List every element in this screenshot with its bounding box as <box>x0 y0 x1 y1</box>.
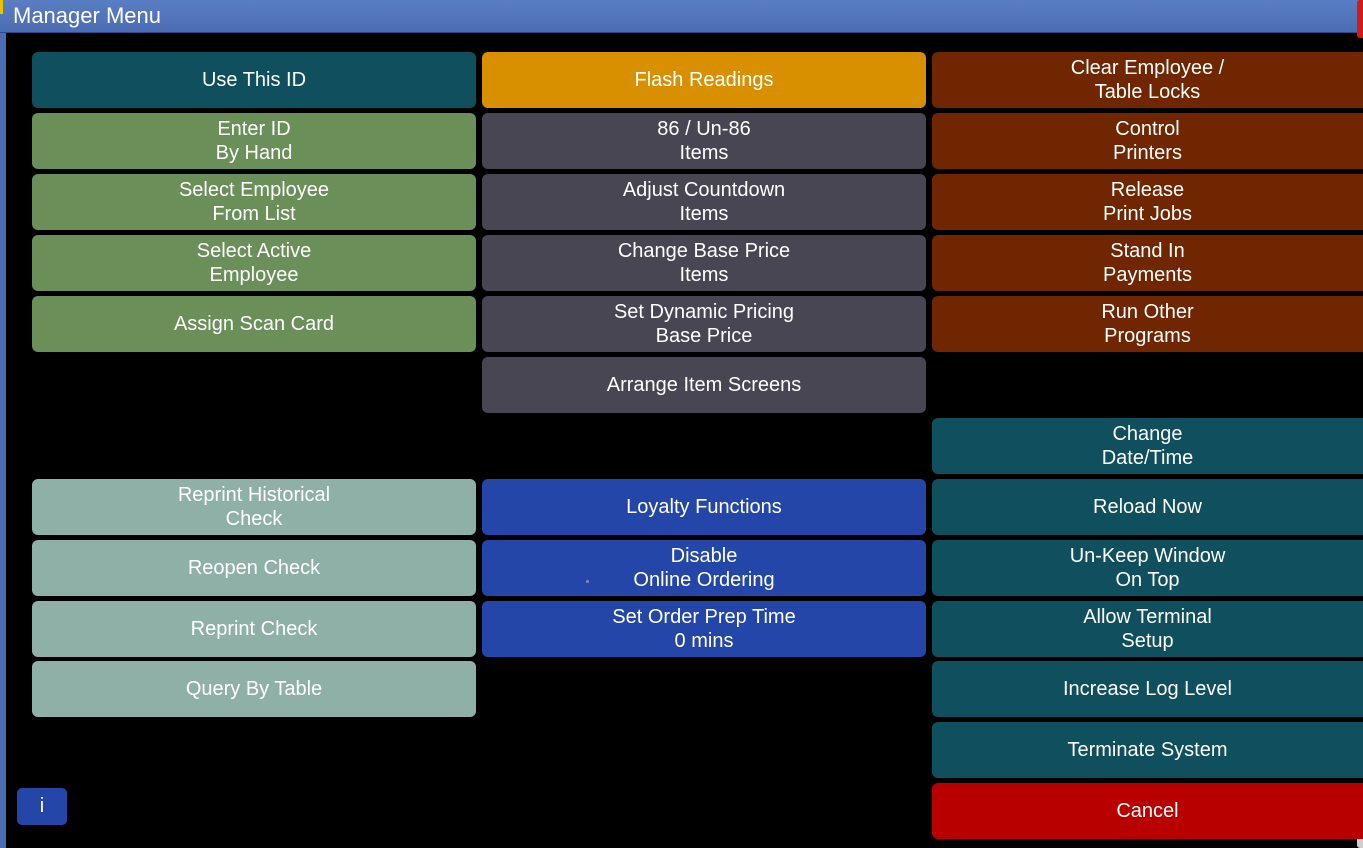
allow-terminal-setup-button[interactable]: Allow Terminal Setup <box>932 601 1363 657</box>
select-active-employee-button[interactable]: Select Active Employee <box>32 235 476 291</box>
query-by-table-button[interactable]: Query By Table <box>32 661 476 717</box>
title-bar: Manager Menu <box>0 0 1363 33</box>
reopen-check-button[interactable]: Reopen Check <box>32 540 476 596</box>
use-this-id-label: Use This ID <box>201 69 307 91</box>
reprint-historical-check-button[interactable]: Reprint Historical Check <box>32 479 476 535</box>
cancel-label: Cancel <box>1116 800 1179 822</box>
control-printers-label: Control Printers <box>1113 118 1182 164</box>
enter-id-by-hand-button[interactable]: Enter ID By Hand <box>32 113 476 169</box>
query-by-table-label: Query By Table <box>185 678 323 700</box>
adjust-countdown-items-label: Adjust Countdown Items <box>622 179 786 225</box>
cursor-dot <box>586 580 589 583</box>
stand-in-payments-label: Stand In Payments <box>1103 240 1192 286</box>
86-un86-items-label: 86 / Un-86 Items <box>657 118 751 164</box>
enter-id-by-hand-label: Enter ID By Hand <box>215 118 293 164</box>
allow-terminal-setup-label: Allow Terminal Setup <box>1083 606 1212 652</box>
clear-employee-table-locks-label: Clear Employee / Table Locks <box>1070 57 1225 103</box>
arrange-item-screens-button[interactable]: Arrange Item Screens <box>482 357 926 413</box>
set-order-prep-time-button[interactable]: Set Order Prep Time 0 mins <box>482 601 926 657</box>
select-active-employee-label: Select Active Employee <box>196 240 312 286</box>
disable-online-ordering-button[interactable]: Disable Online Ordering <box>482 540 926 596</box>
arrange-item-screens-label: Arrange Item Screens <box>606 374 802 396</box>
release-print-jobs-button[interactable]: Release Print Jobs <box>932 174 1363 230</box>
clear-employee-table-locks-button[interactable]: Clear Employee / Table Locks <box>932 52 1363 108</box>
select-employee-from-list-label: Select Employee From List <box>178 179 330 225</box>
change-date-time-button[interactable]: Change Date/Time <box>932 418 1363 474</box>
reprint-check-label: Reprint Check <box>190 618 318 640</box>
flash-readings-button[interactable]: Flash Readings <box>482 52 926 108</box>
un-keep-window-on-top-button[interactable]: Un-Keep Window On Top <box>932 540 1363 596</box>
reopen-check-label: Reopen Check <box>187 557 321 579</box>
set-dynamic-pricing-base-price-button[interactable]: Set Dynamic Pricing Base Price <box>482 296 926 352</box>
increase-log-level-button[interactable]: Increase Log Level <box>932 661 1363 717</box>
change-base-price-items-button[interactable]: Change Base Price Items <box>482 235 926 291</box>
set-dynamic-pricing-base-price-label: Set Dynamic Pricing Base Price <box>613 301 795 347</box>
loyalty-functions-label: Loyalty Functions <box>626 496 782 518</box>
reprint-historical-check-label: Reprint Historical Check <box>177 484 331 530</box>
select-employee-from-list-button[interactable]: Select Employee From List <box>32 174 476 230</box>
close-window-tab[interactable] <box>1357 0 1363 38</box>
increase-log-level-label: Increase Log Level <box>1062 678 1232 700</box>
run-other-programs-button[interactable]: Run Other Programs <box>932 296 1363 352</box>
use-this-id-button[interactable]: Use This ID <box>32 52 476 108</box>
change-base-price-items-label: Change Base Price Items <box>617 240 791 286</box>
terminate-system-button[interactable]: Terminate System <box>932 722 1363 778</box>
un-keep-window-on-top-label: Un-Keep Window On Top <box>1069 545 1226 591</box>
cancel-button[interactable]: Cancel <box>932 783 1363 839</box>
loyalty-functions-button[interactable]: Loyalty Functions <box>482 479 926 535</box>
control-printers-button[interactable]: Control Printers <box>932 113 1363 169</box>
disable-online-ordering-label: Disable Online Ordering <box>633 545 775 591</box>
window-edge-marker <box>0 0 3 14</box>
stand-in-payments-button[interactable]: Stand In Payments <box>932 235 1363 291</box>
flash-readings-label: Flash Readings <box>634 69 774 91</box>
release-print-jobs-label: Release Print Jobs <box>1103 179 1192 225</box>
run-other-programs-label: Run Other Programs <box>1101 301 1194 347</box>
reload-now-button[interactable]: Reload Now <box>932 479 1363 535</box>
adjust-countdown-items-button[interactable]: Adjust Countdown Items <box>482 174 926 230</box>
reprint-check-button[interactable]: Reprint Check <box>32 601 476 657</box>
terminate-system-label: Terminate System <box>1067 739 1228 761</box>
change-date-time-label: Change Date/Time <box>1101 423 1194 469</box>
window-left-border <box>0 33 6 848</box>
window-title: Manager Menu <box>13 3 161 28</box>
set-order-prep-time-label: Set Order Prep Time 0 mins <box>612 606 796 652</box>
info-icon: i <box>39 795 45 817</box>
reload-now-label: Reload Now <box>1093 496 1202 518</box>
info-button[interactable]: i <box>17 788 67 825</box>
assign-scan-card-button[interactable]: Assign Scan Card <box>32 296 476 352</box>
assign-scan-card-label: Assign Scan Card <box>173 313 335 335</box>
86-un86-items-button[interactable]: 86 / Un-86 Items <box>482 113 926 169</box>
